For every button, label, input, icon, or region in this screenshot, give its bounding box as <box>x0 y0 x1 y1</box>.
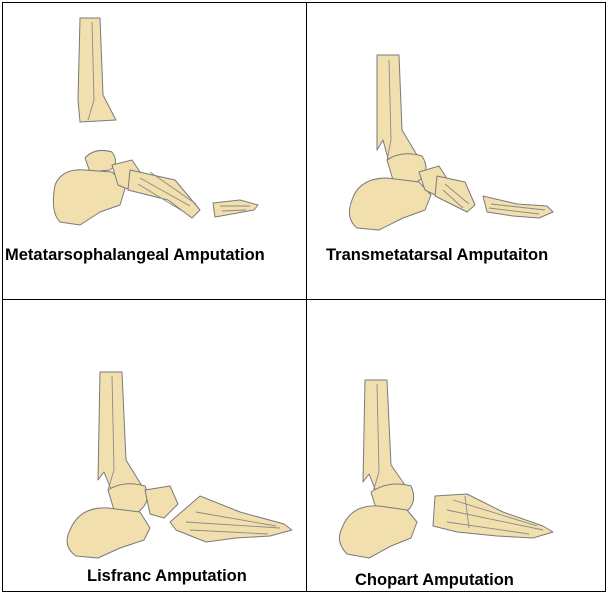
caption-transmetatarsal: Transmetatarsal Amputaiton <box>326 246 549 264</box>
vertical-divider <box>306 2 307 592</box>
panel-transmetatarsal: Transmetatarsal Amputaiton <box>307 0 606 299</box>
foot-illustration-transmetatarsal <box>348 54 554 231</box>
panel-lisfranc: Lisfranc Amputation <box>0 300 306 592</box>
foot-illustration-chopart <box>338 379 554 559</box>
foot-illustration-lisfranc <box>66 371 293 559</box>
panel-metatarsophalangeal: Metatarsophalangeal Amputation <box>0 0 306 299</box>
foot-illustration-metatarsophalangeal <box>52 17 259 226</box>
horizontal-divider <box>2 299 606 300</box>
figure-frame <box>2 2 606 592</box>
caption-lisfranc: Lisfranc Amputation <box>87 567 247 585</box>
caption-chopart: Chopart Amputation <box>355 571 514 589</box>
caption-metatarsophalangeal: Metatarsophalangeal Amputation <box>5 246 265 264</box>
panel-chopart: Chopart Amputation <box>307 300 606 592</box>
